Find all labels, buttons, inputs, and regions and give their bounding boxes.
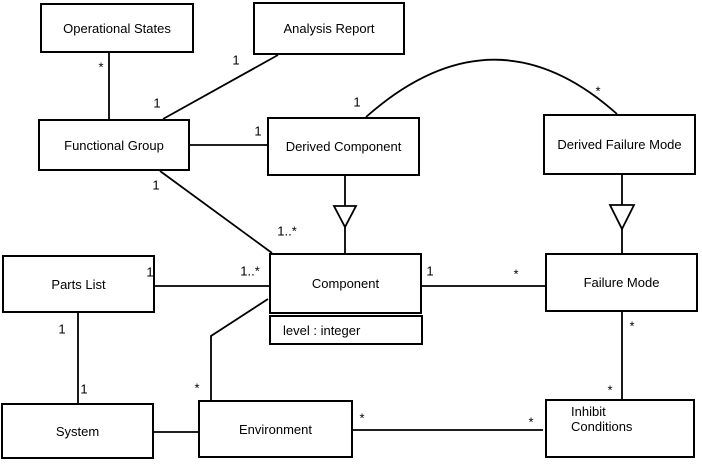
class-name: Environment (239, 421, 312, 437)
generalization-arrow-failuremode[interactable] (608, 204, 636, 232)
class-name: Derived Failure Mode (557, 137, 682, 152)
class-name: Functional Group (64, 137, 164, 153)
class-name: Component (311, 276, 380, 291)
class-name: Analysis Report (283, 21, 375, 36)
class-name: Operational States (63, 20, 171, 36)
class-name: Derived Component (285, 139, 402, 154)
multiplicity-component-end-of-functionalgroup: 1..* (277, 223, 297, 239)
class-name: Parts List (51, 276, 106, 292)
attribute-label: level : integer (283, 322, 361, 338)
multiplicity-functionalgroup-end-of-operationalstates: 1 (153, 95, 161, 111)
edge-analysisreport-functionalgroup[interactable] (162, 54, 279, 120)
class-name: Failure Mode (583, 275, 660, 290)
multiplicity-failuremode-end-of-component: * (513, 266, 519, 282)
multiplicity-component-end-of-failuremode: 1 (426, 263, 434, 279)
class-name: Inhibit Conditions (571, 404, 633, 434)
class-box-functional-group[interactable]: Functional Group (38, 119, 190, 171)
multiplicity-derivedcomponent-end-of-functionalgroup: 1 (254, 123, 262, 139)
multiplicity-inhibitconditions-end-of-failuremode: * (607, 382, 613, 398)
multiplicity-derivedcomponent-end-of-arc: 1 (353, 94, 361, 110)
class-box-inhibit-conditions[interactable]: Inhibit Conditions (545, 399, 695, 458)
class-name: System (55, 423, 100, 439)
class-box-operational-states[interactable]: Operational States (40, 3, 194, 53)
class-box-system[interactable]: System (1, 403, 154, 459)
multiplicity-inhibitconditions-end-of-environment: * (528, 414, 534, 430)
class-box-environment[interactable]: Environment (198, 400, 353, 458)
multiplicity-environment-end-of-component: * (194, 380, 200, 396)
class-box-failure-mode[interactable]: Failure Mode (545, 253, 698, 312)
generalization-arrow-component[interactable] (332, 205, 358, 229)
class-box-derived-component[interactable]: Derived Component (267, 117, 420, 176)
class-attribute-compartment-component[interactable]: level : integer (269, 315, 423, 345)
class-box-parts-list[interactable]: Parts List (2, 255, 155, 313)
edge-derivedcomponent-derivedfailuremode-arc[interactable] (365, 58, 618, 118)
multiplicity-partslist-end-of-system: 1 (58, 321, 66, 337)
multiplicity-partslist-end-of-component: 1 (146, 264, 154, 280)
multiplicity-functionalgroup-end-of-component: 1 (152, 177, 160, 193)
class-box-derived-failure-mode[interactable]: Derived Failure Mode (543, 114, 696, 175)
edge-functionalgroup-component[interactable] (159, 170, 273, 254)
multiplicity-environment-end-of-inhibitconditions: * (359, 410, 365, 426)
class-box-component[interactable]: Component (269, 253, 422, 314)
multiplicity-system-end-of-partslist: 1 (80, 381, 88, 397)
multiplicity-analysisreport-end: 1 (232, 52, 240, 68)
multiplicity-operationalstates-end: * (98, 59, 104, 75)
multiplicity-failuremode-end-of-inhibitconditions: * (629, 318, 635, 334)
edge-component-environment[interactable] (210, 298, 269, 400)
class-box-analysis-report[interactable]: Analysis Report (253, 2, 405, 55)
multiplicity-component-end-of-partslist: 1..* (240, 263, 260, 279)
multiplicity-derivedfailuremode-end-of-arc: * (595, 83, 601, 99)
